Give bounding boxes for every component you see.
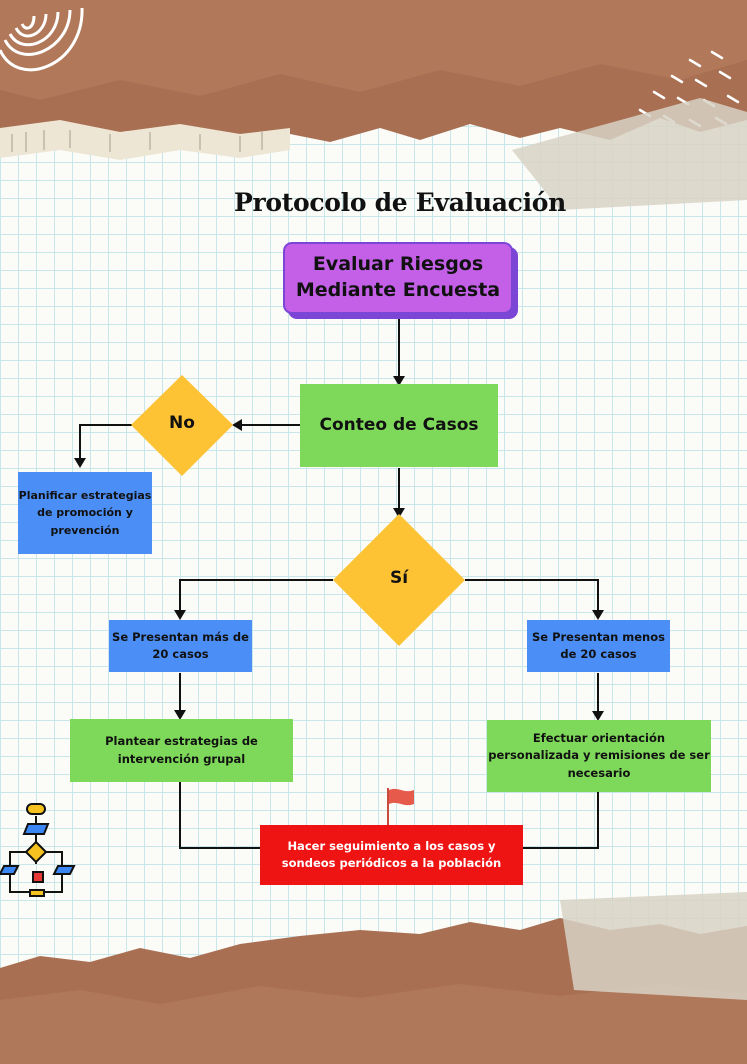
tape-bottom: [560, 892, 747, 1000]
flag-icon: [387, 788, 414, 826]
decision-no-shape: [131, 375, 233, 476]
newsprint-strip: [0, 120, 290, 160]
seguimiento-node: Hacer seguimiento a los casos y sondeos …: [260, 825, 523, 885]
decision-no-label: No: [169, 413, 195, 433]
flowchart-icon: [0, 803, 76, 897]
efectuar-node: Efectuar orientación personalizada y rem…: [487, 720, 711, 792]
arrow-heads: [74, 376, 604, 721]
concentric-arcs: [0, 7, 84, 72]
start-node: Evaluar Riesgos Mediante Encuesta: [283, 242, 513, 314]
menos-casos-node: Se Presentan menos de 20 casos: [527, 620, 670, 672]
decision-si-label: Sí: [389, 568, 409, 588]
conteo-casos-node: Conteo de Casos: [300, 384, 498, 467]
mas-casos-node: Se Presentan más de 20 casos: [109, 620, 252, 672]
planificar-node: Planificar estrategias de promoción y pr…: [18, 472, 152, 554]
page-title: Protocolo de Evaluación: [233, 188, 567, 217]
tape-top: [512, 98, 747, 210]
decision-si-shape: [333, 514, 465, 646]
connectors: [79, 315, 599, 849]
plantear-node: Plantear estrategias de intervención gru…: [70, 719, 293, 782]
